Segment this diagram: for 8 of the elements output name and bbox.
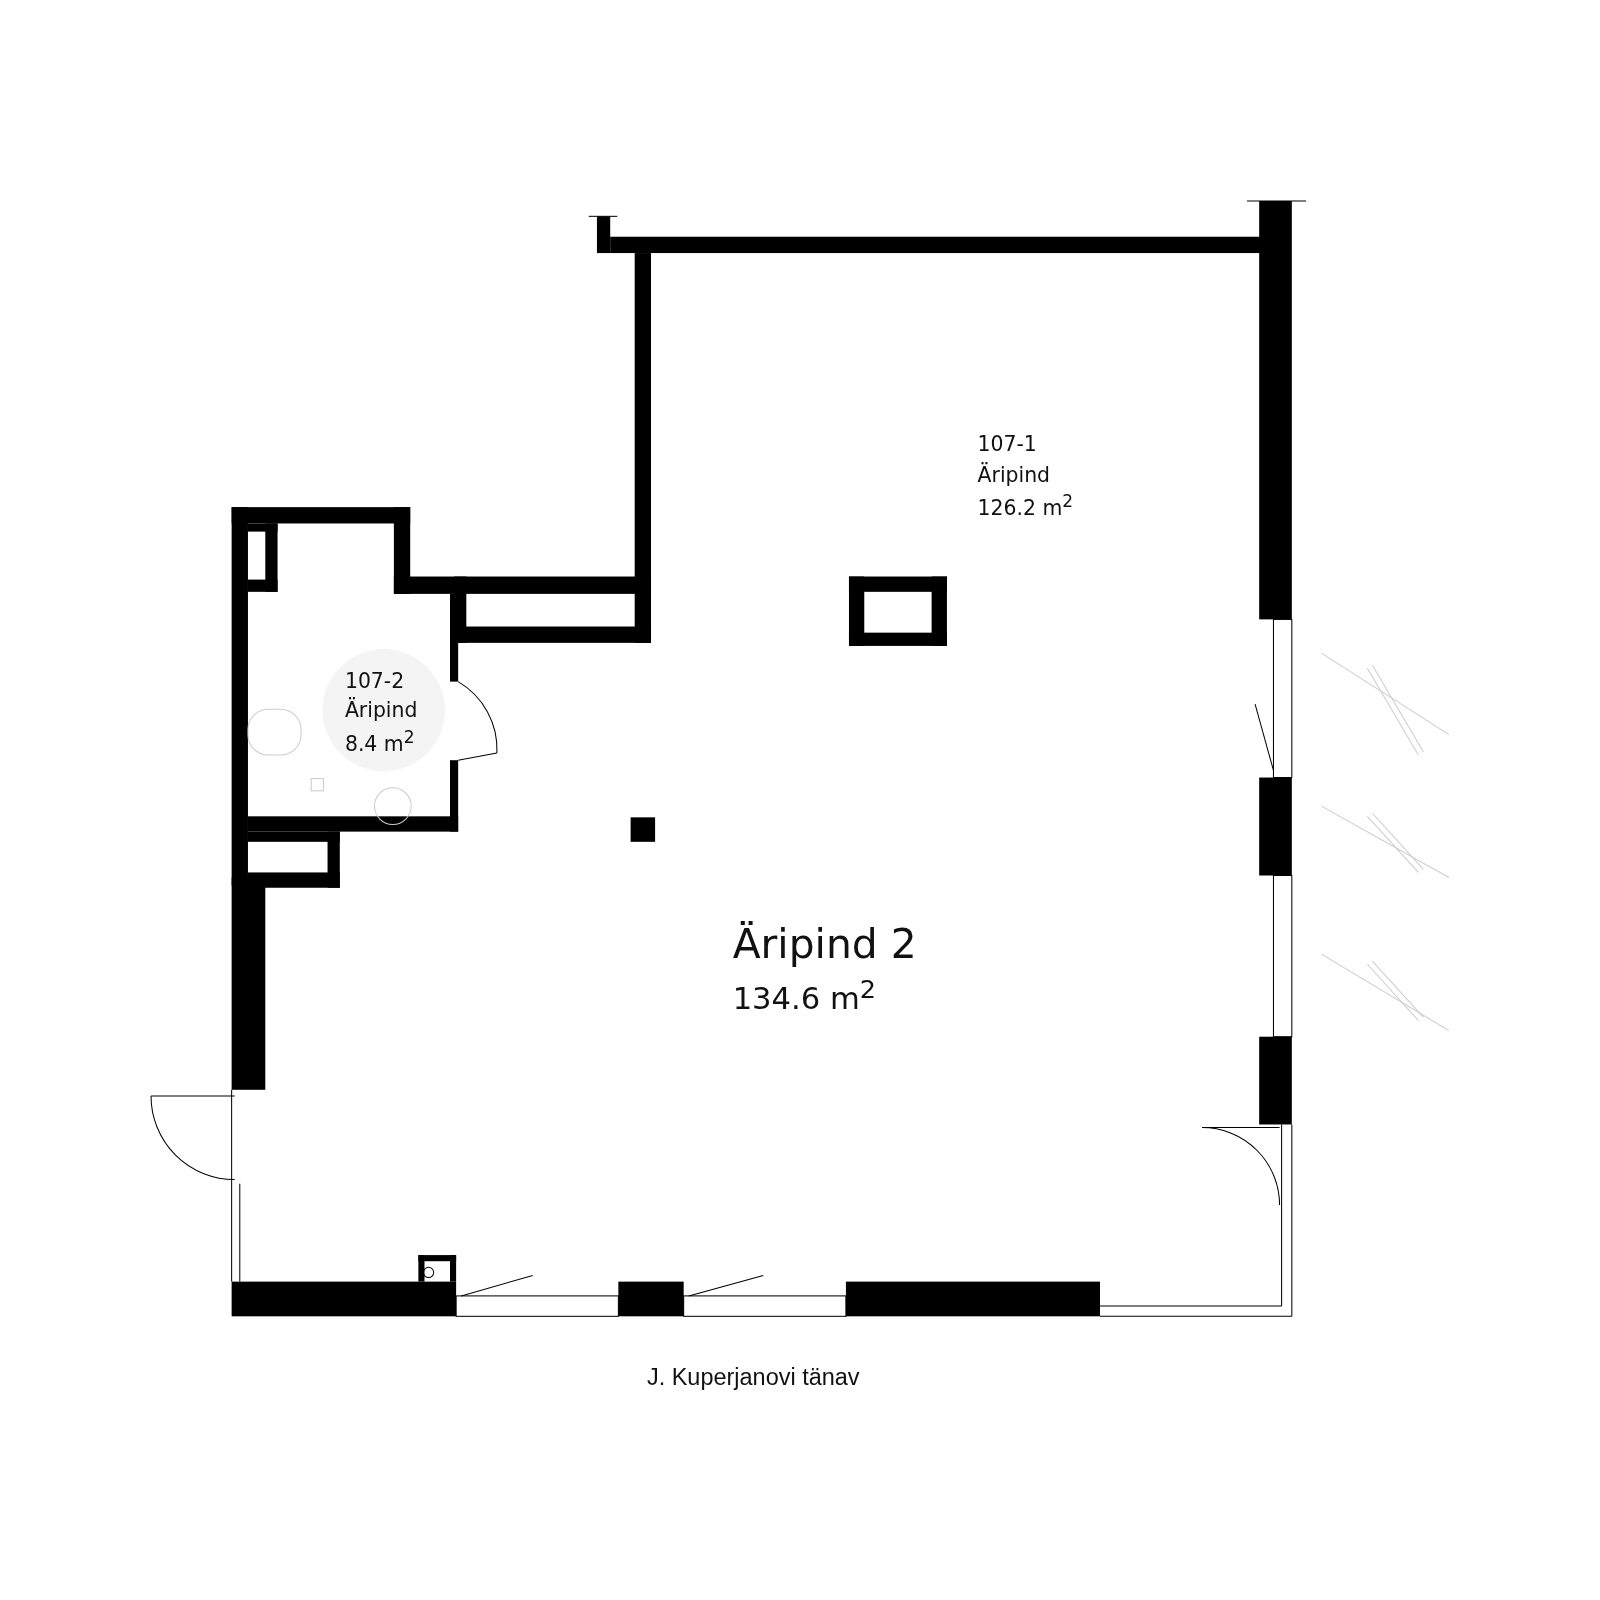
room-name: Äripind bbox=[977, 464, 1051, 485]
room-area: 8.4 m$^{2}$ bbox=[344, 729, 415, 754]
street-name: J. Kuperjanovi tänav bbox=[646, 1365, 860, 1389]
room-number: 107-2 bbox=[344, 670, 405, 691]
room-area: 126.2 m$^{2}$ bbox=[977, 493, 1074, 518]
space-area: 134.6 m$^{2}$ bbox=[732, 976, 877, 1015]
room-number: 107-1 bbox=[977, 433, 1037, 455]
space-name: Äripind 2 bbox=[732, 923, 917, 965]
